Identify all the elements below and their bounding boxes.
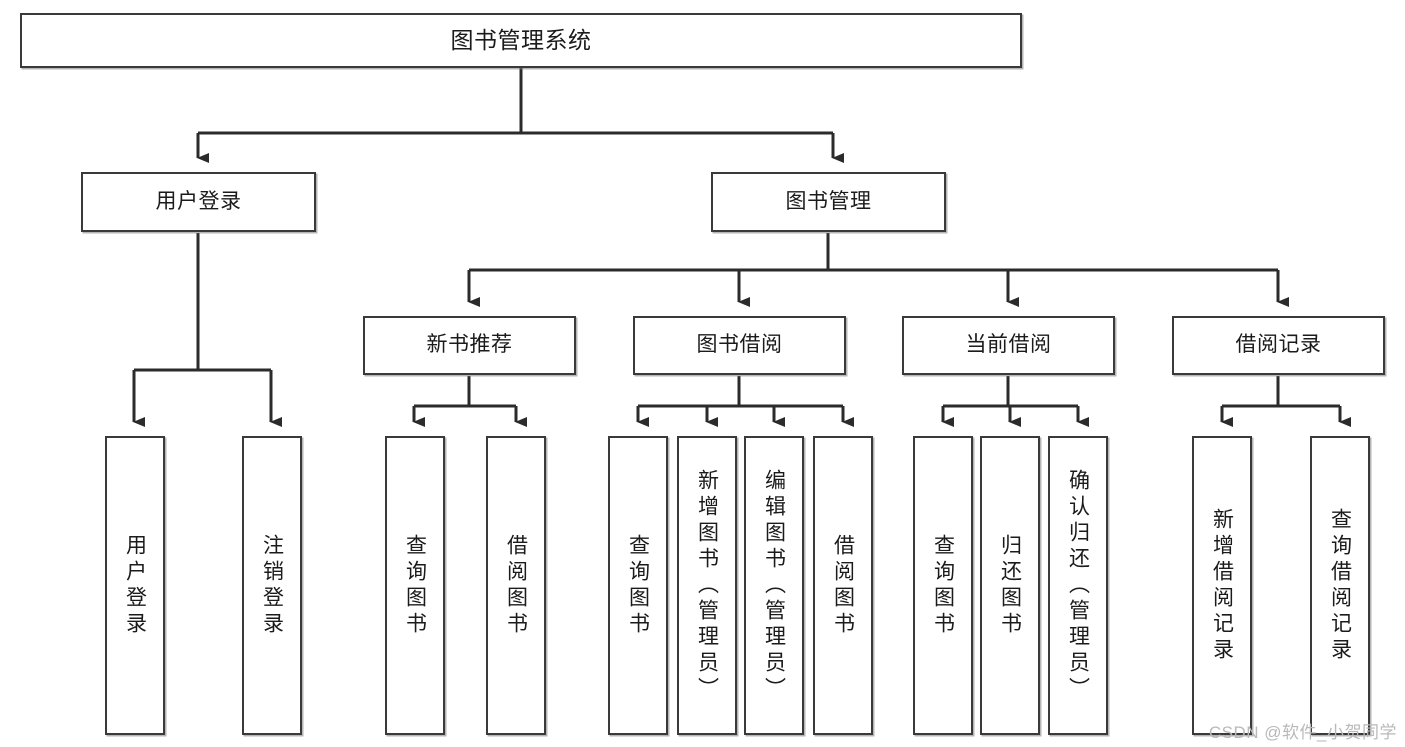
leaf-add-book-admin-label: 新增图书（管理员） xyxy=(695,468,719,703)
leaf-edit-book-admin[interactable]: 编辑图书（管理员） xyxy=(744,436,804,735)
node-root[interactable]: 图书管理系统 xyxy=(20,13,1022,68)
node-borrow-record[interactable]: 借阅记录 xyxy=(1172,316,1385,375)
leaf-user-login[interactable]: 用户登录 xyxy=(105,436,165,735)
node-current-borrow[interactable]: 当前借阅 xyxy=(902,316,1115,375)
leaf-user-login-label: 用户登录 xyxy=(123,533,147,638)
leaf-add-book-admin[interactable]: 新增图书（管理员） xyxy=(677,436,737,735)
node-current-borrow-label: 当前借阅 xyxy=(965,333,1052,357)
leaf-query-book-current-label: 查询图书 xyxy=(931,533,955,638)
leaf-query-book-current[interactable]: 查询图书 xyxy=(913,436,973,735)
leaf-query-book-recommend[interactable]: 查询图书 xyxy=(385,436,445,735)
node-new-book-recommend-label: 新书推荐 xyxy=(426,333,513,357)
leaf-return-book[interactable]: 归还图书 xyxy=(980,436,1040,735)
leaf-add-borrow-record-label: 新增借阅记录 xyxy=(1210,507,1234,664)
node-book-management[interactable]: 图书管理 xyxy=(711,172,946,232)
leaf-query-book-borrow[interactable]: 查询图书 xyxy=(608,436,668,735)
leaf-query-book-recommend-label: 查询图书 xyxy=(403,533,427,638)
leaf-logout[interactable]: 注销登录 xyxy=(242,436,302,735)
leaf-query-book-borrow-label: 查询图书 xyxy=(626,533,650,638)
leaf-borrow-book[interactable]: 借阅图书 xyxy=(813,436,873,735)
leaf-borrow-book-label: 借阅图书 xyxy=(831,533,855,638)
node-root-label: 图书管理系统 xyxy=(450,26,592,53)
node-user-login[interactable]: 用户登录 xyxy=(81,172,316,232)
node-new-book-recommend[interactable]: 新书推荐 xyxy=(363,316,576,375)
node-borrow-record-label: 借阅记录 xyxy=(1235,333,1322,357)
leaf-query-borrow-record[interactable]: 查询借阅记录 xyxy=(1310,436,1370,735)
leaf-return-book-label: 归还图书 xyxy=(998,533,1022,638)
leaf-confirm-return-admin-label: 确认归还（管理员） xyxy=(1066,468,1090,703)
leaf-query-borrow-record-label: 查询借阅记录 xyxy=(1328,507,1352,664)
leaf-borrow-book-recommend[interactable]: 借阅图书 xyxy=(486,436,546,735)
leaf-edit-book-admin-label: 编辑图书（管理员） xyxy=(762,468,786,703)
leaf-logout-label: 注销登录 xyxy=(260,533,284,638)
leaf-borrow-book-recommend-label: 借阅图书 xyxy=(504,533,528,638)
node-book-management-label: 图书管理 xyxy=(785,189,872,213)
leaf-add-borrow-record[interactable]: 新增借阅记录 xyxy=(1192,436,1252,735)
node-book-borrow-label: 图书借阅 xyxy=(696,333,783,357)
node-book-borrow[interactable]: 图书借阅 xyxy=(633,316,846,375)
node-user-login-label: 用户登录 xyxy=(155,189,242,213)
leaf-confirm-return-admin[interactable]: 确认归还（管理员） xyxy=(1048,436,1108,735)
